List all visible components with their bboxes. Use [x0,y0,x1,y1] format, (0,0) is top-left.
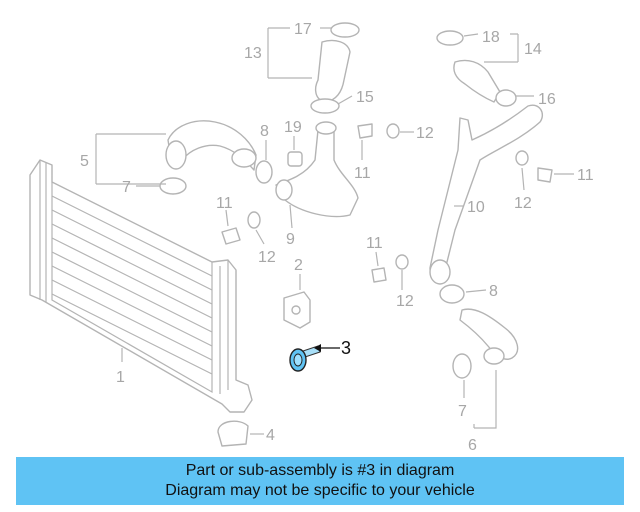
callout-8-upper: 8 [260,123,269,140]
pipe-10-part [429,104,544,285]
callout-3: 3 [341,338,351,358]
callout-13: 13 [244,45,262,62]
callout-12-right: 12 [514,195,532,212]
callout-2: 2 [294,257,303,274]
callout-11-low: 11 [366,235,383,252]
callout-16: 16 [538,91,556,108]
caption-line-2: Diagram may not be specific to your vehi… [165,482,475,499]
hose-14-part [453,59,501,103]
callout-7-upper: 7 [122,179,131,196]
bracket-2-part [283,291,311,329]
hose-6-part [459,308,519,365]
callout-18: 18 [482,29,500,46]
sensor-19 [287,151,303,167]
caption-line-1: Part or sub-assembly is #3 in diagram [185,462,455,479]
callout-7-lower: 7 [458,403,467,420]
intercooler-part [29,159,253,413]
bolt-3-highlighted [289,345,321,372]
callout-6: 6 [468,437,477,454]
callout-10: 10 [467,199,485,216]
callout-11-mid: 11 [354,165,371,182]
diagram-caption-banner: Part or sub-assembly is #3 in diagram Di… [16,457,624,505]
clamp-7-upper [159,177,187,195]
bolts-and-nuts [221,123,553,283]
clamp-16 [495,89,517,107]
callout-19: 19 [284,119,302,136]
callout-17: 17 [294,21,312,38]
mount-4-part [217,420,249,447]
callout-12-mid: 12 [416,125,434,142]
callout-14: 14 [524,41,542,58]
hose-5-part [165,120,257,171]
callout-1: 1 [116,369,125,386]
clamp-8-lower [439,284,465,304]
callout-15: 15 [356,89,374,106]
callout-11-left: 11 [216,195,233,212]
clamp-17 [330,22,360,38]
clamp-18 [436,30,464,46]
clamp-7-lower [452,353,472,379]
clamp-15 [310,98,340,114]
parts-diagram: 1 2 3 4 5 6 7 7 8 8 9 10 11 11 11 11 12 … [29,21,594,454]
callout-5: 5 [80,153,89,170]
callout-4: 4 [266,427,275,444]
callout-8-lower: 8 [489,283,498,300]
callout-12-left: 12 [258,249,276,266]
leader-lines [95,27,574,435]
callout-12-low: 12 [396,293,414,310]
callout-labels: 1 2 3 4 5 6 7 7 8 8 9 10 11 11 11 11 12 … [80,21,594,454]
hose-13-part [314,39,351,103]
callout-9: 9 [286,231,295,248]
pipe-9-part [275,121,359,218]
callout-11-right: 11 [577,167,594,184]
clamp-8-upper [255,160,273,184]
